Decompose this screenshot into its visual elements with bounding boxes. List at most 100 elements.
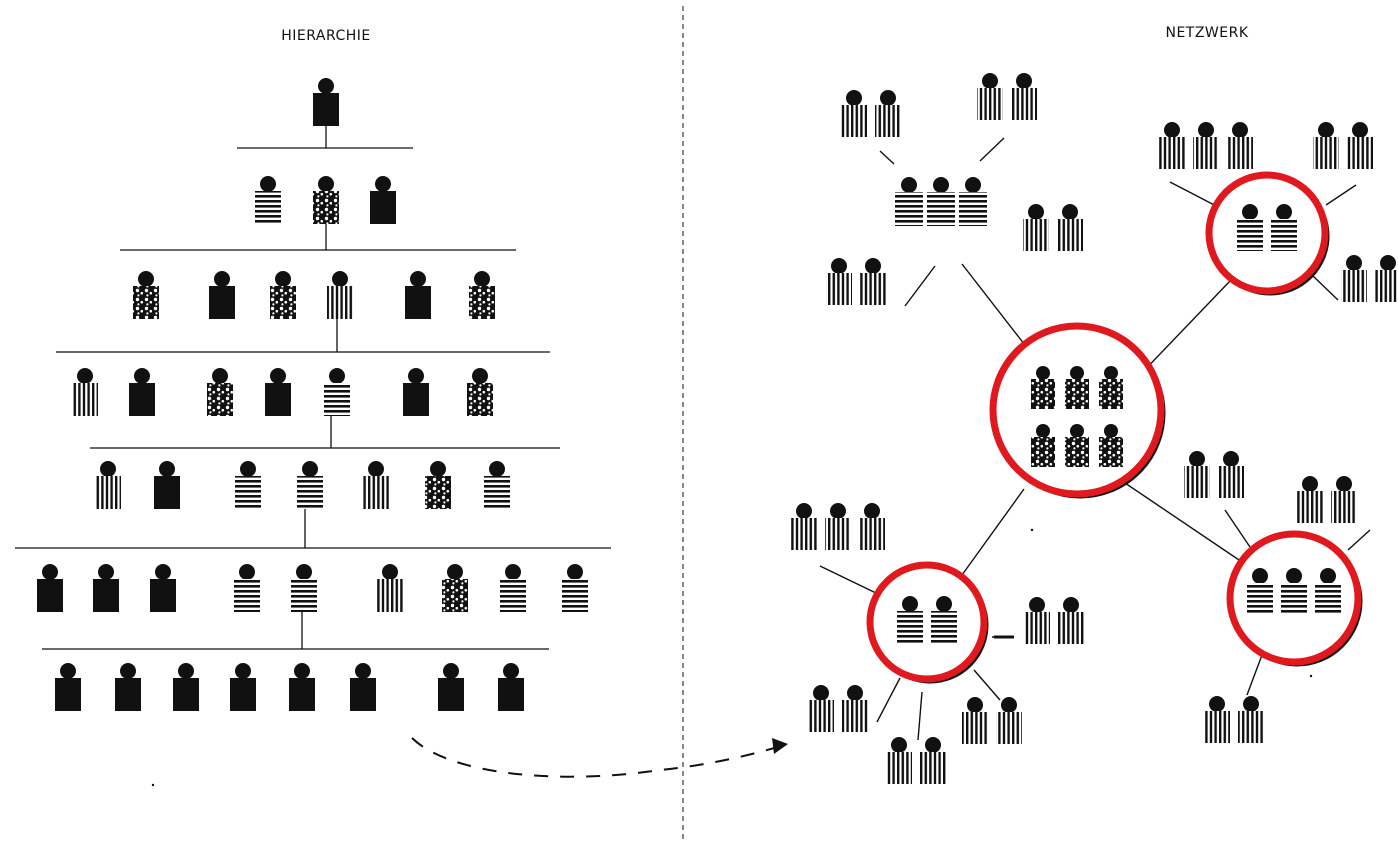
person-head	[260, 176, 276, 192]
person-icon	[442, 564, 468, 612]
person-body	[1031, 379, 1055, 409]
person-body	[289, 678, 315, 711]
person-body	[72, 383, 98, 416]
person-body	[1271, 219, 1297, 251]
person-head	[430, 461, 446, 477]
person-head	[933, 177, 949, 193]
person-head	[1232, 122, 1248, 138]
stray-dot	[1030, 528, 1034, 532]
person-head	[1243, 696, 1259, 712]
person-head	[318, 78, 334, 94]
person-head	[865, 258, 881, 274]
person-body	[1281, 583, 1307, 615]
person-icon	[562, 564, 588, 612]
person-icon	[1058, 597, 1084, 644]
network-link	[917, 691, 923, 741]
person-body	[1023, 219, 1049, 251]
person-icon	[484, 461, 510, 509]
person-head	[1209, 696, 1225, 712]
person-body	[1237, 219, 1263, 251]
person-head	[1104, 424, 1118, 438]
person-body	[1315, 583, 1341, 615]
person-body	[1057, 219, 1083, 251]
person-head	[42, 564, 58, 580]
person-icon	[377, 564, 403, 612]
person-icon	[875, 90, 901, 137]
person-icon	[842, 685, 868, 732]
person-head	[1029, 597, 1045, 613]
person-body	[1024, 612, 1050, 644]
person-icon	[920, 737, 946, 784]
person-icon	[859, 503, 885, 550]
person-icon	[825, 503, 851, 550]
person-icon	[1065, 366, 1089, 409]
person-body	[438, 678, 464, 711]
transition-arrow	[411, 737, 779, 778]
person-icon	[1238, 696, 1264, 743]
person-head	[1104, 366, 1118, 380]
person-head	[178, 663, 194, 679]
network-link	[1224, 509, 1253, 551]
network-link	[1124, 482, 1243, 563]
person-icon	[1281, 568, 1307, 615]
person-icon	[996, 697, 1022, 744]
person-body	[886, 752, 912, 784]
person-head	[382, 564, 398, 580]
person-body	[129, 383, 155, 416]
person-body	[808, 700, 834, 732]
person-icon	[1023, 204, 1049, 251]
person-head	[831, 258, 847, 274]
person-body	[93, 579, 119, 612]
person-icon	[207, 368, 233, 416]
person-head	[1063, 597, 1079, 613]
person-body	[230, 678, 256, 711]
node-circle	[866, 561, 988, 683]
person-body	[154, 476, 180, 509]
network-link	[979, 137, 1005, 162]
person-icon	[1271, 204, 1297, 251]
person-body	[962, 712, 988, 744]
person-body	[270, 286, 296, 319]
network-link	[879, 150, 895, 165]
person-body	[95, 476, 121, 509]
hierarchy-title: HIERARCHIE	[281, 28, 371, 44]
person-body	[350, 678, 376, 711]
person-head	[1352, 122, 1368, 138]
person-icon	[1024, 597, 1050, 644]
person-body	[1347, 137, 1373, 169]
person-body	[996, 712, 1022, 744]
person-head	[472, 368, 488, 384]
person-head	[1036, 424, 1050, 438]
network-link	[1246, 654, 1263, 696]
person-body	[920, 752, 946, 784]
person-head	[447, 564, 463, 580]
person-head	[1346, 255, 1362, 271]
person-icon	[270, 271, 296, 319]
person-body	[484, 476, 510, 509]
person-body	[55, 678, 81, 711]
person-head	[98, 564, 114, 580]
network-title: NETZWERK	[1165, 25, 1248, 41]
person-body	[860, 273, 886, 305]
stray-dot	[151, 783, 155, 787]
person-body	[1297, 491, 1323, 523]
person-icon	[154, 461, 180, 509]
person-head	[1164, 122, 1180, 138]
person-icon	[230, 663, 256, 711]
person-head	[329, 368, 345, 384]
person-head	[375, 176, 391, 192]
person-icon	[133, 271, 159, 319]
person-head	[503, 663, 519, 679]
person-icon	[173, 663, 199, 711]
person-head	[332, 271, 348, 287]
person-head	[813, 685, 829, 701]
person-head	[294, 663, 310, 679]
person-body	[895, 192, 923, 226]
person-icon	[1315, 568, 1341, 615]
hub-circle	[989, 322, 1165, 498]
person-icon	[291, 564, 317, 612]
person-icon	[313, 78, 339, 126]
person-body	[1247, 583, 1273, 615]
person-body	[826, 273, 852, 305]
